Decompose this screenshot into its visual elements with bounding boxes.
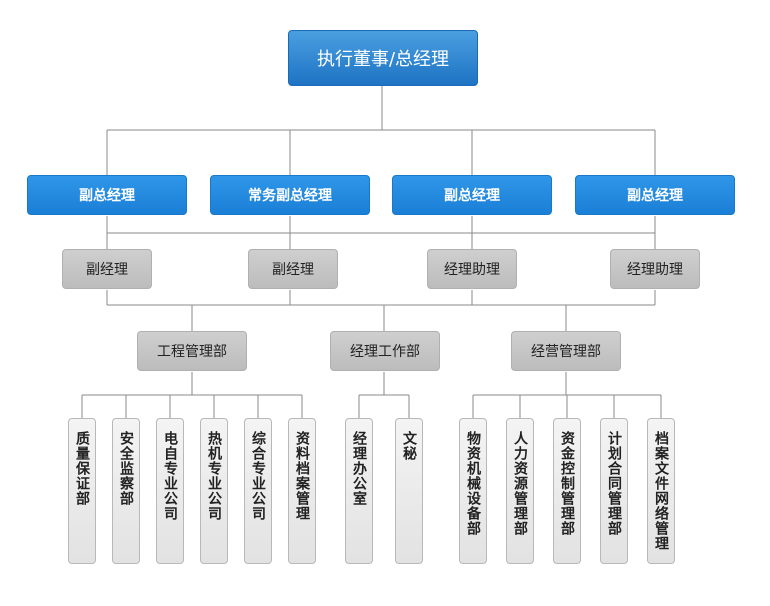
vp-label: 副总经理	[627, 188, 683, 204]
unit-node: 电自专业公司	[156, 418, 184, 564]
unit-label: 热机专业公司	[206, 431, 222, 521]
vp-label: 副总经理	[444, 188, 500, 204]
unit-label: 计划合同管理部	[606, 431, 622, 536]
unit-label: 物资机械设备部	[465, 431, 481, 536]
unit-label: 电自专业公司	[162, 431, 178, 521]
unit-node: 质量保证部	[68, 418, 96, 564]
unit-node: 文秘	[395, 418, 423, 564]
deputy-manager-node-2: 副经理	[248, 249, 338, 289]
unit-label: 质量保证部	[74, 431, 90, 506]
manager-assistant-node-1: 经理助理	[427, 249, 517, 289]
unit-label: 档案文件网络管理	[653, 431, 669, 551]
manager-label: 经理助理	[444, 262, 500, 278]
unit-label: 人力资源管理部	[512, 431, 528, 536]
unit-node: 资料档案管理	[288, 418, 316, 564]
manager-assistant-node-2: 经理助理	[610, 249, 700, 289]
unit-node: 档案文件网络管理	[647, 418, 675, 564]
department-label: 工程管理部	[157, 344, 227, 360]
vp-label: 常务副总经理	[248, 188, 332, 204]
executive-director-node: 执行董事/总经理	[288, 30, 478, 86]
unit-node: 综合专业公司	[244, 418, 272, 564]
business-dept-node: 经营管理部	[511, 331, 621, 371]
unit-node: 物资机械设备部	[459, 418, 487, 564]
unit-label: 资金控制管理部	[559, 431, 575, 536]
vp-node-3: 副总经理	[392, 175, 552, 215]
unit-node: 热机专业公司	[200, 418, 228, 564]
unit-label: 文秘	[401, 431, 417, 461]
unit-label: 资料档案管理	[294, 431, 310, 521]
deputy-manager-node-1: 副经理	[62, 249, 152, 289]
manager-work-dept-node: 经理工作部	[330, 331, 440, 371]
department-label: 经营管理部	[531, 344, 601, 360]
manager-label: 经理助理	[627, 262, 683, 278]
unit-node: 经理办公室	[345, 418, 373, 564]
unit-node: 计划合同管理部	[600, 418, 628, 564]
vp-node-1: 副总经理	[27, 175, 187, 215]
vp-label: 副总经理	[79, 188, 135, 204]
manager-label: 副经理	[86, 262, 128, 278]
unit-node: 人力资源管理部	[506, 418, 534, 564]
unit-node: 资金控制管理部	[553, 418, 581, 564]
manager-label: 副经理	[272, 262, 314, 278]
department-label: 经理工作部	[350, 344, 420, 360]
unit-node: 安全监察部	[112, 418, 140, 564]
unit-label: 经理办公室	[351, 431, 367, 506]
unit-label: 安全监察部	[118, 431, 134, 506]
vp-node-4: 副总经理	[575, 175, 735, 215]
unit-label: 综合专业公司	[250, 431, 266, 521]
executive-vp-node: 常务副总经理	[210, 175, 370, 215]
engineering-dept-node: 工程管理部	[137, 331, 247, 371]
executive-director-label: 执行董事/总经理	[316, 49, 450, 70]
